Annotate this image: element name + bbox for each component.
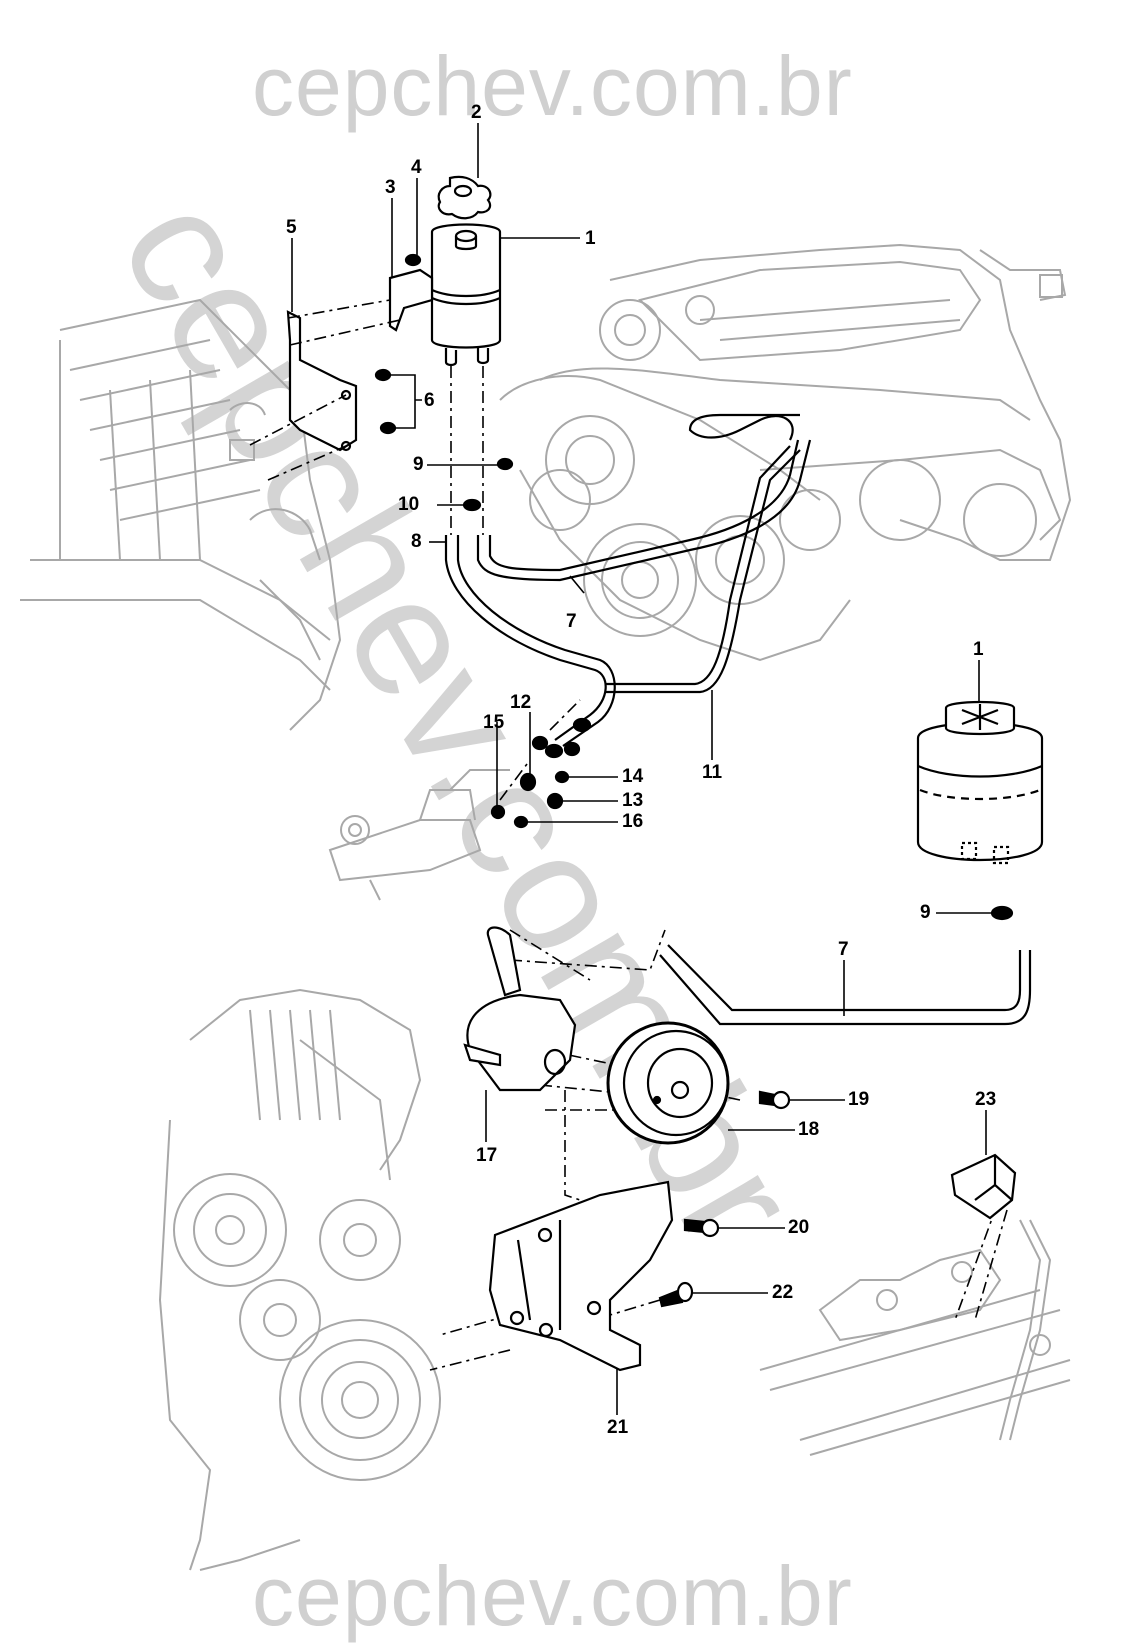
callout-9: 9 — [413, 454, 424, 475]
bracket-part — [388, 268, 434, 332]
leader-lines — [291, 123, 992, 1415]
context-art — [20, 243, 1072, 1571]
callout-11: 11 — [702, 762, 723, 783]
callout-7: 7 — [566, 611, 577, 632]
callout-13: 13 — [622, 790, 644, 811]
callout-6: 6 — [424, 390, 435, 411]
callout-1: 1 — [585, 228, 596, 249]
callout-14: 14 — [622, 766, 644, 787]
hose-11-part — [605, 445, 801, 694]
relay-part — [950, 1153, 1017, 1220]
callout-8: 8 — [411, 531, 422, 552]
watermark-bottom: cepchev.com.br — [252, 1549, 853, 1643]
callout-5: 5 — [286, 217, 297, 238]
callout-7-alt: 7 — [838, 939, 849, 960]
fittings-part — [490, 717, 592, 829]
callout-23: 23 — [975, 1089, 997, 1110]
steering-gear-context — [328, 769, 510, 901]
callout-1-alt: 1 — [973, 639, 984, 660]
hose-7-part — [476, 413, 812, 582]
bolt-19-part — [758, 1090, 791, 1110]
reservoir-part — [430, 223, 502, 367]
callout-20: 20 — [788, 1217, 810, 1238]
clamp-9-part — [496, 457, 514, 471]
body-context-left — [20, 298, 342, 731]
engine-context-bottom — [158, 988, 441, 1571]
callout-21: 21 — [607, 1417, 629, 1438]
mounting-plate-part — [286, 310, 358, 452]
hose-8-part — [444, 535, 616, 747]
clamp-10-part — [462, 498, 482, 512]
callout-17: 17 — [476, 1145, 498, 1166]
callout-10: 10 — [398, 494, 420, 515]
engine-context-top — [499, 243, 1072, 662]
callout-3: 3 — [385, 177, 396, 198]
reservoir-cap-part — [437, 175, 492, 220]
pump-bracket-part — [488, 1180, 674, 1372]
pulley-part — [606, 1021, 730, 1145]
reservoir-alt-part — [916, 700, 1044, 865]
harness-context — [759, 1219, 1071, 1456]
bolts-6-part — [374, 368, 397, 435]
assembly-lines — [249, 299, 1008, 1371]
callout-15: 15 — [483, 712, 505, 733]
callout-2: 2 — [471, 102, 482, 123]
bolt-4-part — [404, 253, 422, 267]
callout-12: 12 — [510, 692, 532, 713]
bolt-20-part — [683, 1218, 720, 1238]
callout-22: 22 — [772, 1282, 794, 1303]
watermark-top: cepchev.com.br — [252, 39, 853, 133]
hose-7-lower-part — [659, 944, 1032, 1026]
parts-art — [249, 123, 1044, 1415]
pump-part — [463, 926, 577, 1092]
clamp-9b-part — [990, 905, 1014, 921]
callout-9-alt: 9 — [920, 902, 931, 923]
callout-16: 16 — [622, 811, 644, 832]
bolt-22-part — [658, 1281, 694, 1308]
callout-19: 19 — [848, 1089, 870, 1110]
callout-4: 4 — [411, 157, 422, 178]
callout-18: 18 — [798, 1119, 820, 1140]
